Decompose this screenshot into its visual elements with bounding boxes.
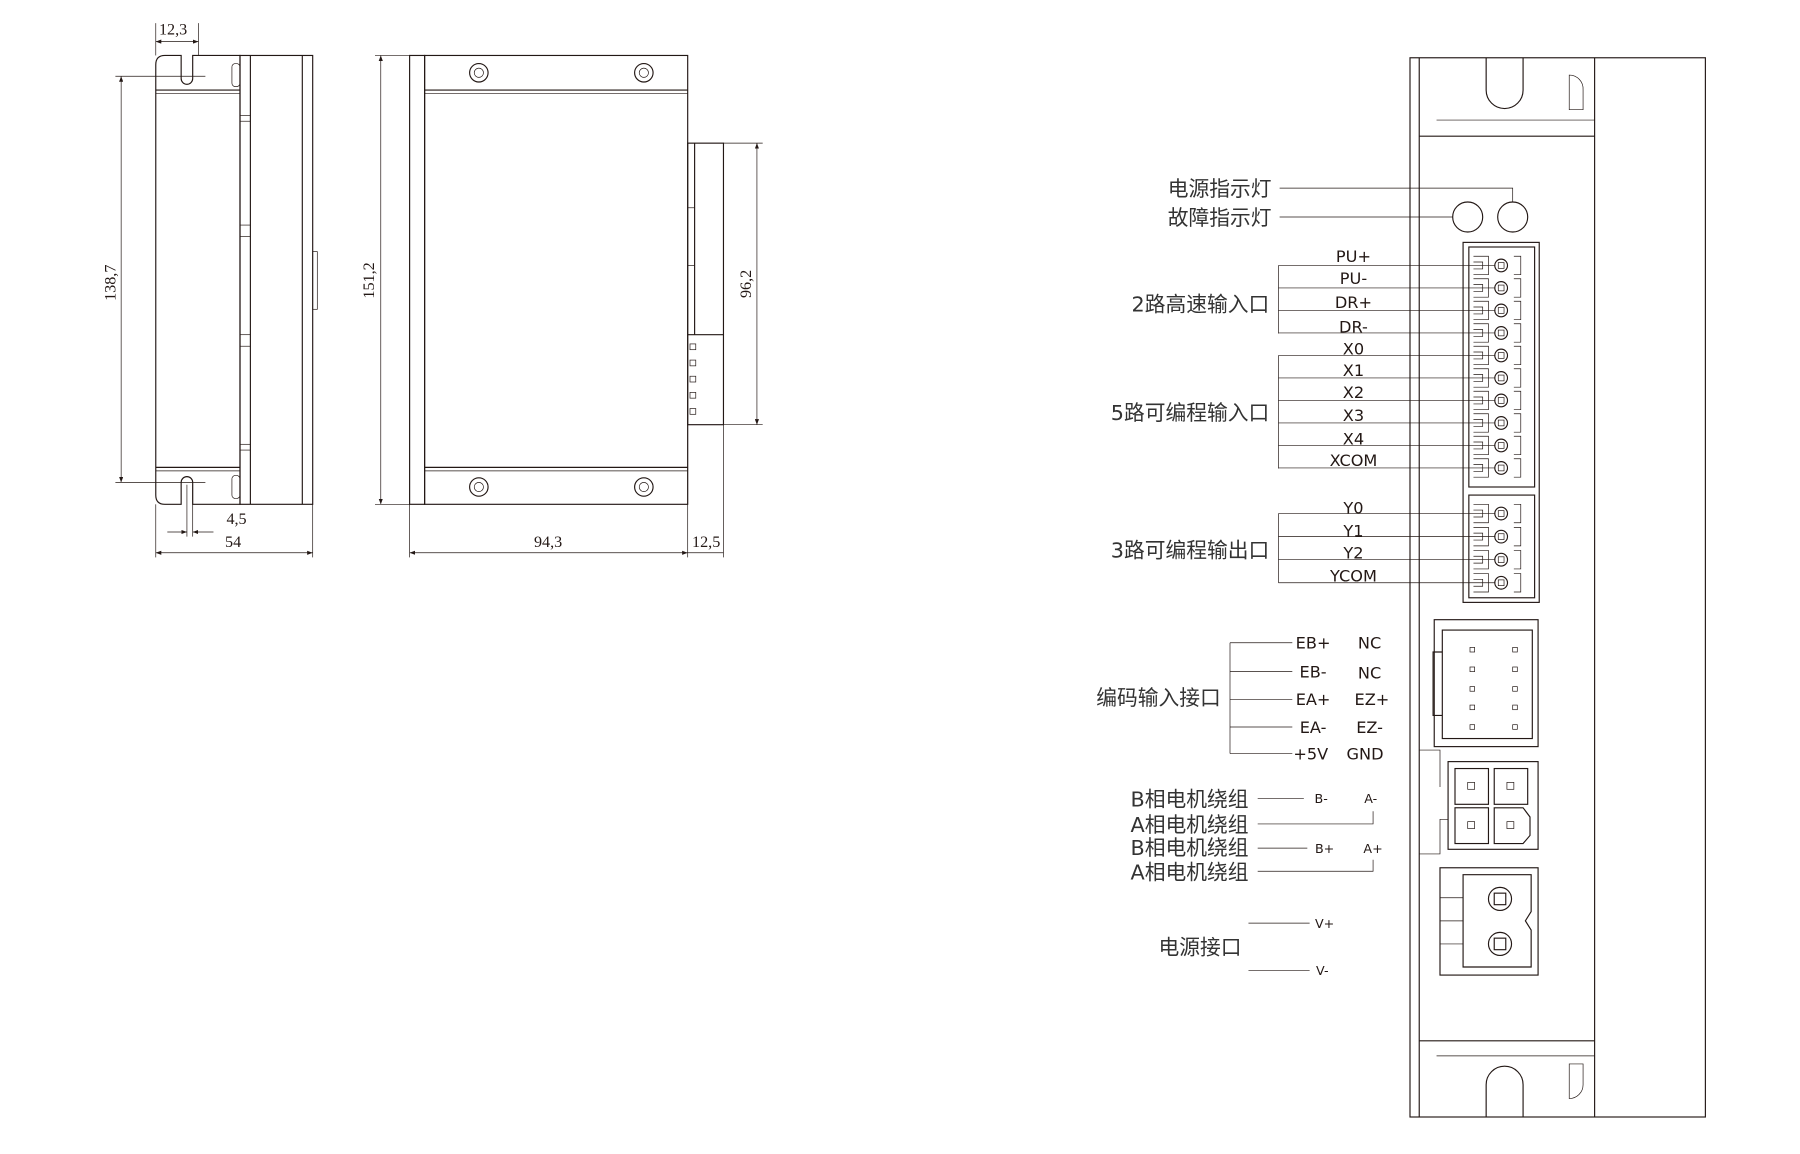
programmable-input-label: 5路可编程输入口: [1111, 401, 1269, 425]
encoder-pin-icon: [1469, 724, 1475, 730]
pin-label: V-: [1316, 963, 1329, 978]
pin-label: +5V: [1293, 744, 1328, 763]
pin-label: PU+: [1336, 247, 1371, 266]
pin-label: NC: [1358, 664, 1381, 683]
pin-label: EZ+: [1355, 690, 1390, 709]
pin-label: EB-: [1300, 662, 1327, 681]
pin-label: Y1: [1342, 522, 1363, 541]
fault-led-label: 故障指示灯: [1168, 206, 1272, 230]
encoder-pin-icon: [1469, 704, 1475, 711]
pin-label: XCOM: [1330, 451, 1378, 470]
screw-icon: [469, 62, 654, 497]
pin-label: V+: [1315, 916, 1334, 931]
side-view: 12,3 138,7 4,5 54: [102, 22, 318, 558]
pin-label: X4: [1343, 429, 1364, 448]
pin-label: EA+: [1296, 690, 1331, 709]
dim-front-height: 151,2: [361, 262, 378, 298]
dim-slot-offset: 12,3: [159, 22, 187, 39]
encoder-pin-icon: [1512, 724, 1518, 730]
encoder-input-label: 编码输入接口: [1096, 686, 1221, 710]
encoder-pin-icon: [1469, 686, 1475, 692]
pin-label: PU-: [1340, 269, 1368, 288]
a-winding-label: A相电机绕组: [1131, 860, 1249, 884]
dim-connector-height: 96,2: [738, 270, 755, 298]
power-connector: [1462, 874, 1532, 968]
encoder-pin-icon: [1469, 666, 1475, 672]
pin-label: X1: [1343, 361, 1364, 380]
output-connector: [1468, 494, 1536, 599]
programmable-output-label: 3路可编程输出口: [1111, 538, 1269, 562]
motor-connector: [1447, 761, 1539, 850]
dim-front-width: 94,3: [534, 534, 562, 551]
high-speed-input-label: 2路高速输入口: [1132, 293, 1270, 317]
pin-label: Y0: [1342, 499, 1363, 518]
pin-label: X0: [1343, 339, 1364, 358]
encoder-pin-icon: [1512, 686, 1518, 692]
pin-label: NC: [1358, 634, 1381, 653]
pin-label: A-: [1364, 791, 1377, 806]
pin-label: B-: [1315, 791, 1328, 806]
a-winding-label: A相电机绕组: [1131, 813, 1249, 837]
pin-label: A+: [1363, 841, 1382, 856]
encoder-pin-icon: [1512, 647, 1518, 653]
power-led-label: 电源指示灯: [1168, 177, 1272, 201]
pin-label: X3: [1343, 406, 1364, 425]
dim-side-width: 54: [225, 534, 241, 551]
pin-label: DR+: [1335, 293, 1372, 312]
callouts: 电源指示灯 故障指示灯 2路高速输入口 PU+ PU- DR+ DR- 5路可编…: [1096, 177, 1514, 978]
encoder-pin-icon: [1512, 666, 1518, 672]
pin-label: Y2: [1342, 544, 1363, 563]
pin-label: EA-: [1300, 718, 1327, 737]
pin-label: GND: [1346, 744, 1383, 763]
b-winding-label: B相电机绕组: [1130, 788, 1248, 812]
power-input-label: 电源接口: [1159, 935, 1242, 959]
dim-side-height: 138,7: [102, 265, 119, 301]
encoder-connector: [1441, 629, 1533, 740]
front-view: 151,2 96,2 94,3 12,5: [361, 54, 763, 558]
io-connector: [1468, 246, 1536, 488]
encoder-pin-icon: [1469, 647, 1475, 653]
pin-label: EZ-: [1356, 718, 1383, 737]
pin-label: B+: [1315, 841, 1334, 856]
pin-label: YCOM: [1329, 567, 1377, 586]
power-led-icon: [1497, 201, 1529, 233]
pin-label: X2: [1343, 383, 1364, 402]
terminal-view: [1409, 57, 1706, 1118]
pin-label: DR-: [1339, 317, 1368, 336]
pin-label: EB+: [1296, 634, 1331, 653]
dim-connector-depth: 12,5: [692, 534, 720, 551]
dim-slot-width: 4,5: [226, 511, 246, 528]
fault-led-icon: [1452, 201, 1484, 233]
b-winding-label: B相电机绕组: [1130, 836, 1248, 860]
encoder-pin-icon: [1512, 704, 1518, 711]
